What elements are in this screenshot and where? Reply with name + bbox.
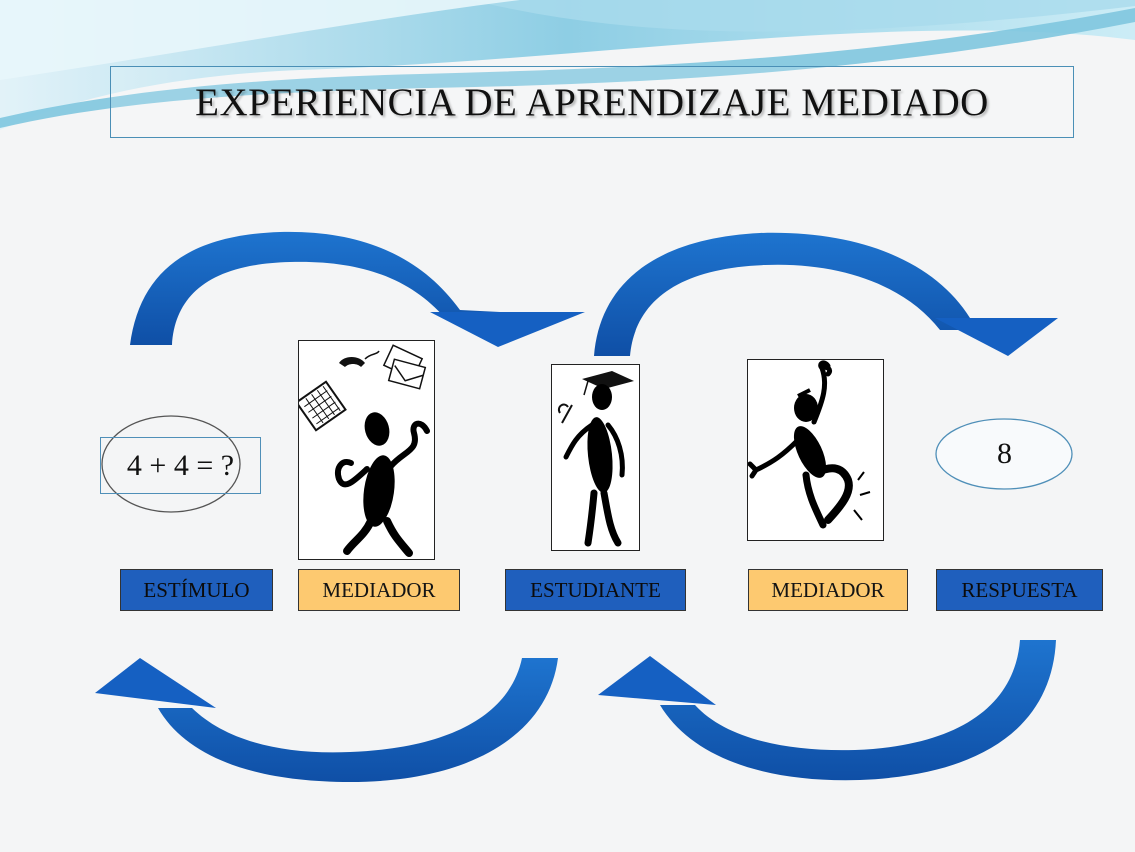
- graduate-figure-icon: [558, 371, 634, 547]
- arrow-bottom-left: [95, 658, 558, 782]
- label-student: ESTUDIANTE: [505, 569, 686, 611]
- label-mediator-2: MEDIADOR: [748, 569, 908, 611]
- arrow-bottom-right: [598, 640, 1056, 781]
- label-response: RESPUESTA: [936, 569, 1103, 611]
- response-ellipse: [935, 418, 1073, 490]
- header-wave: [0, 0, 1135, 130]
- stimulus-ellipse: [101, 415, 241, 513]
- title-box: EXPERIENCIA DE APRENDIZAJE MEDIADO: [110, 66, 1074, 138]
- page-title: EXPERIENCIA DE APRENDIZAJE MEDIADO: [195, 80, 989, 124]
- arrow-top-right: [594, 232, 1058, 356]
- stimulus-expression: 4 + 4 = ?: [126, 448, 235, 482]
- stimulus-frame: [100, 437, 261, 494]
- jumping-figure-icon: [747, 360, 871, 529]
- juggling-figure-icon: [295, 344, 430, 557]
- arrow-top-left: [130, 231, 585, 347]
- label-stimulus: ESTÍMULO: [120, 569, 273, 611]
- mediator-image-1: [295, 340, 435, 560]
- response-value: 8: [997, 437, 1012, 470]
- mediator-image-2: [747, 359, 884, 541]
- student-image: [551, 364, 640, 551]
- label-mediator-1: MEDIADOR: [298, 569, 460, 611]
